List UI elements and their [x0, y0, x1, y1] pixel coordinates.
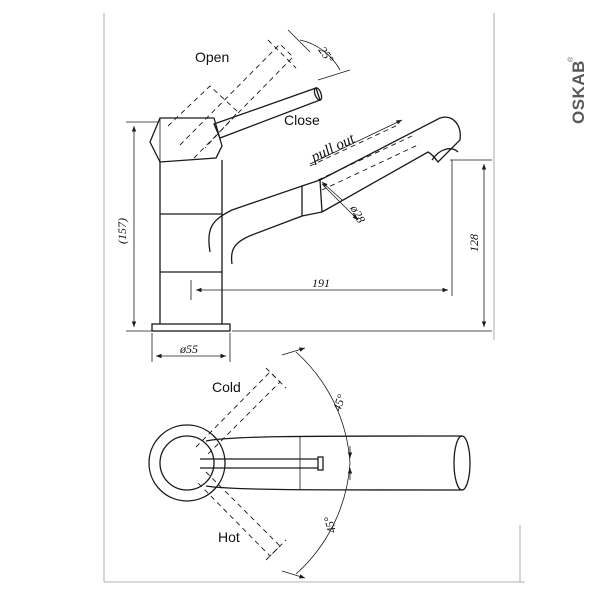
drawing-frame	[103, 13, 525, 583]
faucet-base	[151, 323, 231, 332]
cold-label: Cold	[212, 379, 241, 395]
spout-height-dimension	[232, 159, 492, 332]
lever-top-cold	[195, 367, 287, 457]
cold-angle-arc	[295, 351, 351, 464]
spout-height-label: 128	[467, 234, 481, 252]
total-height-label: (157)	[115, 218, 129, 244]
base-diameter-dimension	[151, 333, 231, 362]
pull-out-label: pull out	[308, 131, 358, 166]
base-diameter-label: ø55	[179, 342, 198, 356]
pull-out-spout	[208, 116, 461, 265]
side-view: 25° pull	[115, 29, 492, 362]
top-view: 45° 45° Cold Hot	[148, 347, 471, 579]
lever-angle-label: 25°	[316, 44, 337, 66]
close-label: Close	[284, 112, 320, 128]
spout-top	[205, 435, 471, 491]
spout-reach-label: 191	[312, 276, 330, 290]
faucet-body	[159, 160, 223, 324]
lever-top-hot	[195, 471, 287, 561]
cold-angle-label: 45°	[330, 392, 349, 413]
hose-diameter-label: ø28	[347, 202, 368, 225]
open-label: Open	[195, 49, 229, 65]
hot-angle-label: 45°	[321, 515, 339, 535]
brand-name: OSKAB	[569, 60, 588, 124]
faucet-cap	[149, 117, 223, 163]
hot-label: Hot	[218, 529, 240, 545]
total-height-dimension	[126, 121, 158, 332]
spout-reach-dimension	[190, 280, 448, 300]
body-inner-ring	[159, 435, 215, 491]
brand-logo: OSKAB ®	[567, 56, 588, 124]
lever-top-center	[200, 456, 324, 471]
body-outer-ring	[148, 424, 226, 502]
brand-registered-mark: ®	[567, 56, 575, 62]
pull-out-indicator	[309, 119, 421, 191]
lever-angle-arc	[299, 39, 341, 71]
hot-angle-arc	[295, 462, 351, 575]
open-lever-outline	[167, 39, 297, 159]
